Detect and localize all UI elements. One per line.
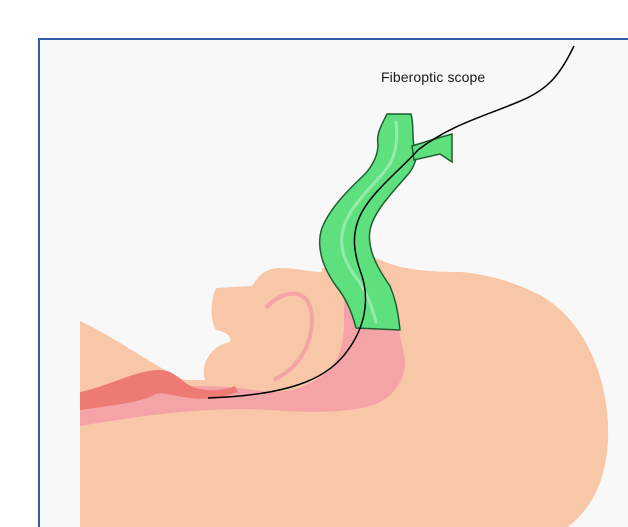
diagram-frame: Fiberoptic scope [38,38,628,527]
airway-illustration [40,40,628,527]
tube-side-port [412,134,452,162]
fiberoptic-scope-label: Fiberoptic scope [381,69,485,85]
